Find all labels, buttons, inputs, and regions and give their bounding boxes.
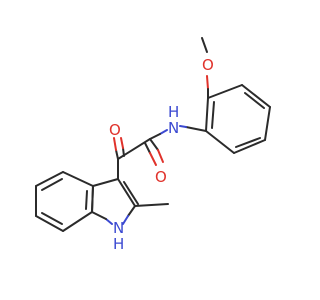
indole-benzene-ring <box>35 171 94 232</box>
methoxy-oxygen-label: O <box>202 56 214 74</box>
bond-keto-co-color <box>113 137 117 151</box>
indole-hydrogen-label: H <box>113 235 124 253</box>
bond-n-amide-c <box>149 133 161 140</box>
amide-nitrogen-label: N <box>168 119 179 137</box>
amide-oxygen-label: O <box>155 168 167 186</box>
bond-ring-n <box>185 126 207 132</box>
bond-amide-co-color <box>157 149 164 163</box>
bond-o-aryl <box>206 75 209 90</box>
structure-canvas: O N H O O N H <box>35 37 271 253</box>
molecule-drawing: O N H O O N H <box>35 37 271 253</box>
indole-pyrrole-ring <box>91 178 139 225</box>
ketone-oxygen-label: O <box>109 121 121 139</box>
amide-hydrogen-label: H <box>168 103 179 121</box>
methoxyphenyl-ring <box>205 84 271 154</box>
bond-keto-co <box>115 149 119 160</box>
bond-amide-co <box>149 138 159 151</box>
indole-nitrogen-label: N <box>113 219 124 237</box>
bond-ring-n-color <box>179 125 187 128</box>
bond-methyl-o <box>201 37 208 53</box>
bond-n-amide <box>159 129 168 135</box>
bond-c2-methyl <box>134 203 169 207</box>
